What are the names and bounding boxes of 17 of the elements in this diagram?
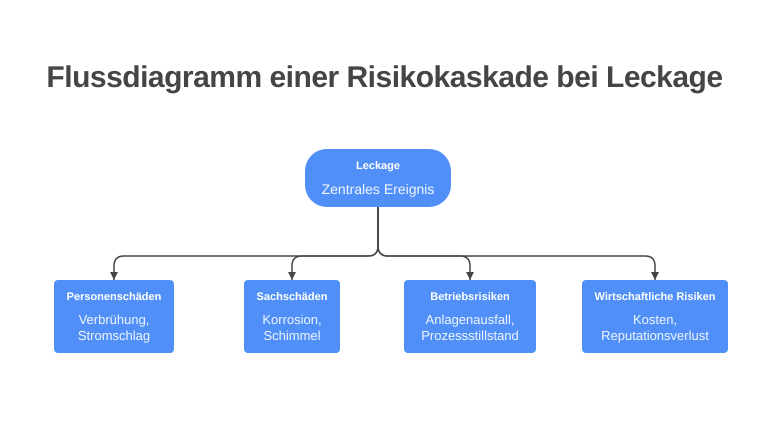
node-heading: Leckage (356, 158, 400, 172)
process-box (404, 280, 536, 353)
node-heading: Wirtschaftliche Risiken (594, 290, 716, 304)
event-pill (305, 149, 451, 207)
node-description: Verbrühung, Stromschlag (76, 312, 152, 344)
process-box (54, 280, 174, 353)
node-heading: Sachschäden (256, 290, 328, 304)
node-heading: Betriebsrisiken (430, 290, 510, 304)
node-description: Anlagenausfall, Prozessstillstand (420, 312, 520, 344)
node-description: Korrosion, Schimmel (261, 312, 323, 344)
diagram-title: Flussdiagramm einer Risikokaskade bei Leckage (45, 60, 724, 96)
process-box (244, 280, 340, 353)
node-heading: Personenschäden (66, 290, 162, 304)
connector-arrow (377, 207, 659, 280)
node-description: Kosten, Reputationsverlust (600, 312, 710, 344)
node-description: Zentrales Ereignis (322, 180, 434, 198)
process-box (582, 280, 728, 353)
